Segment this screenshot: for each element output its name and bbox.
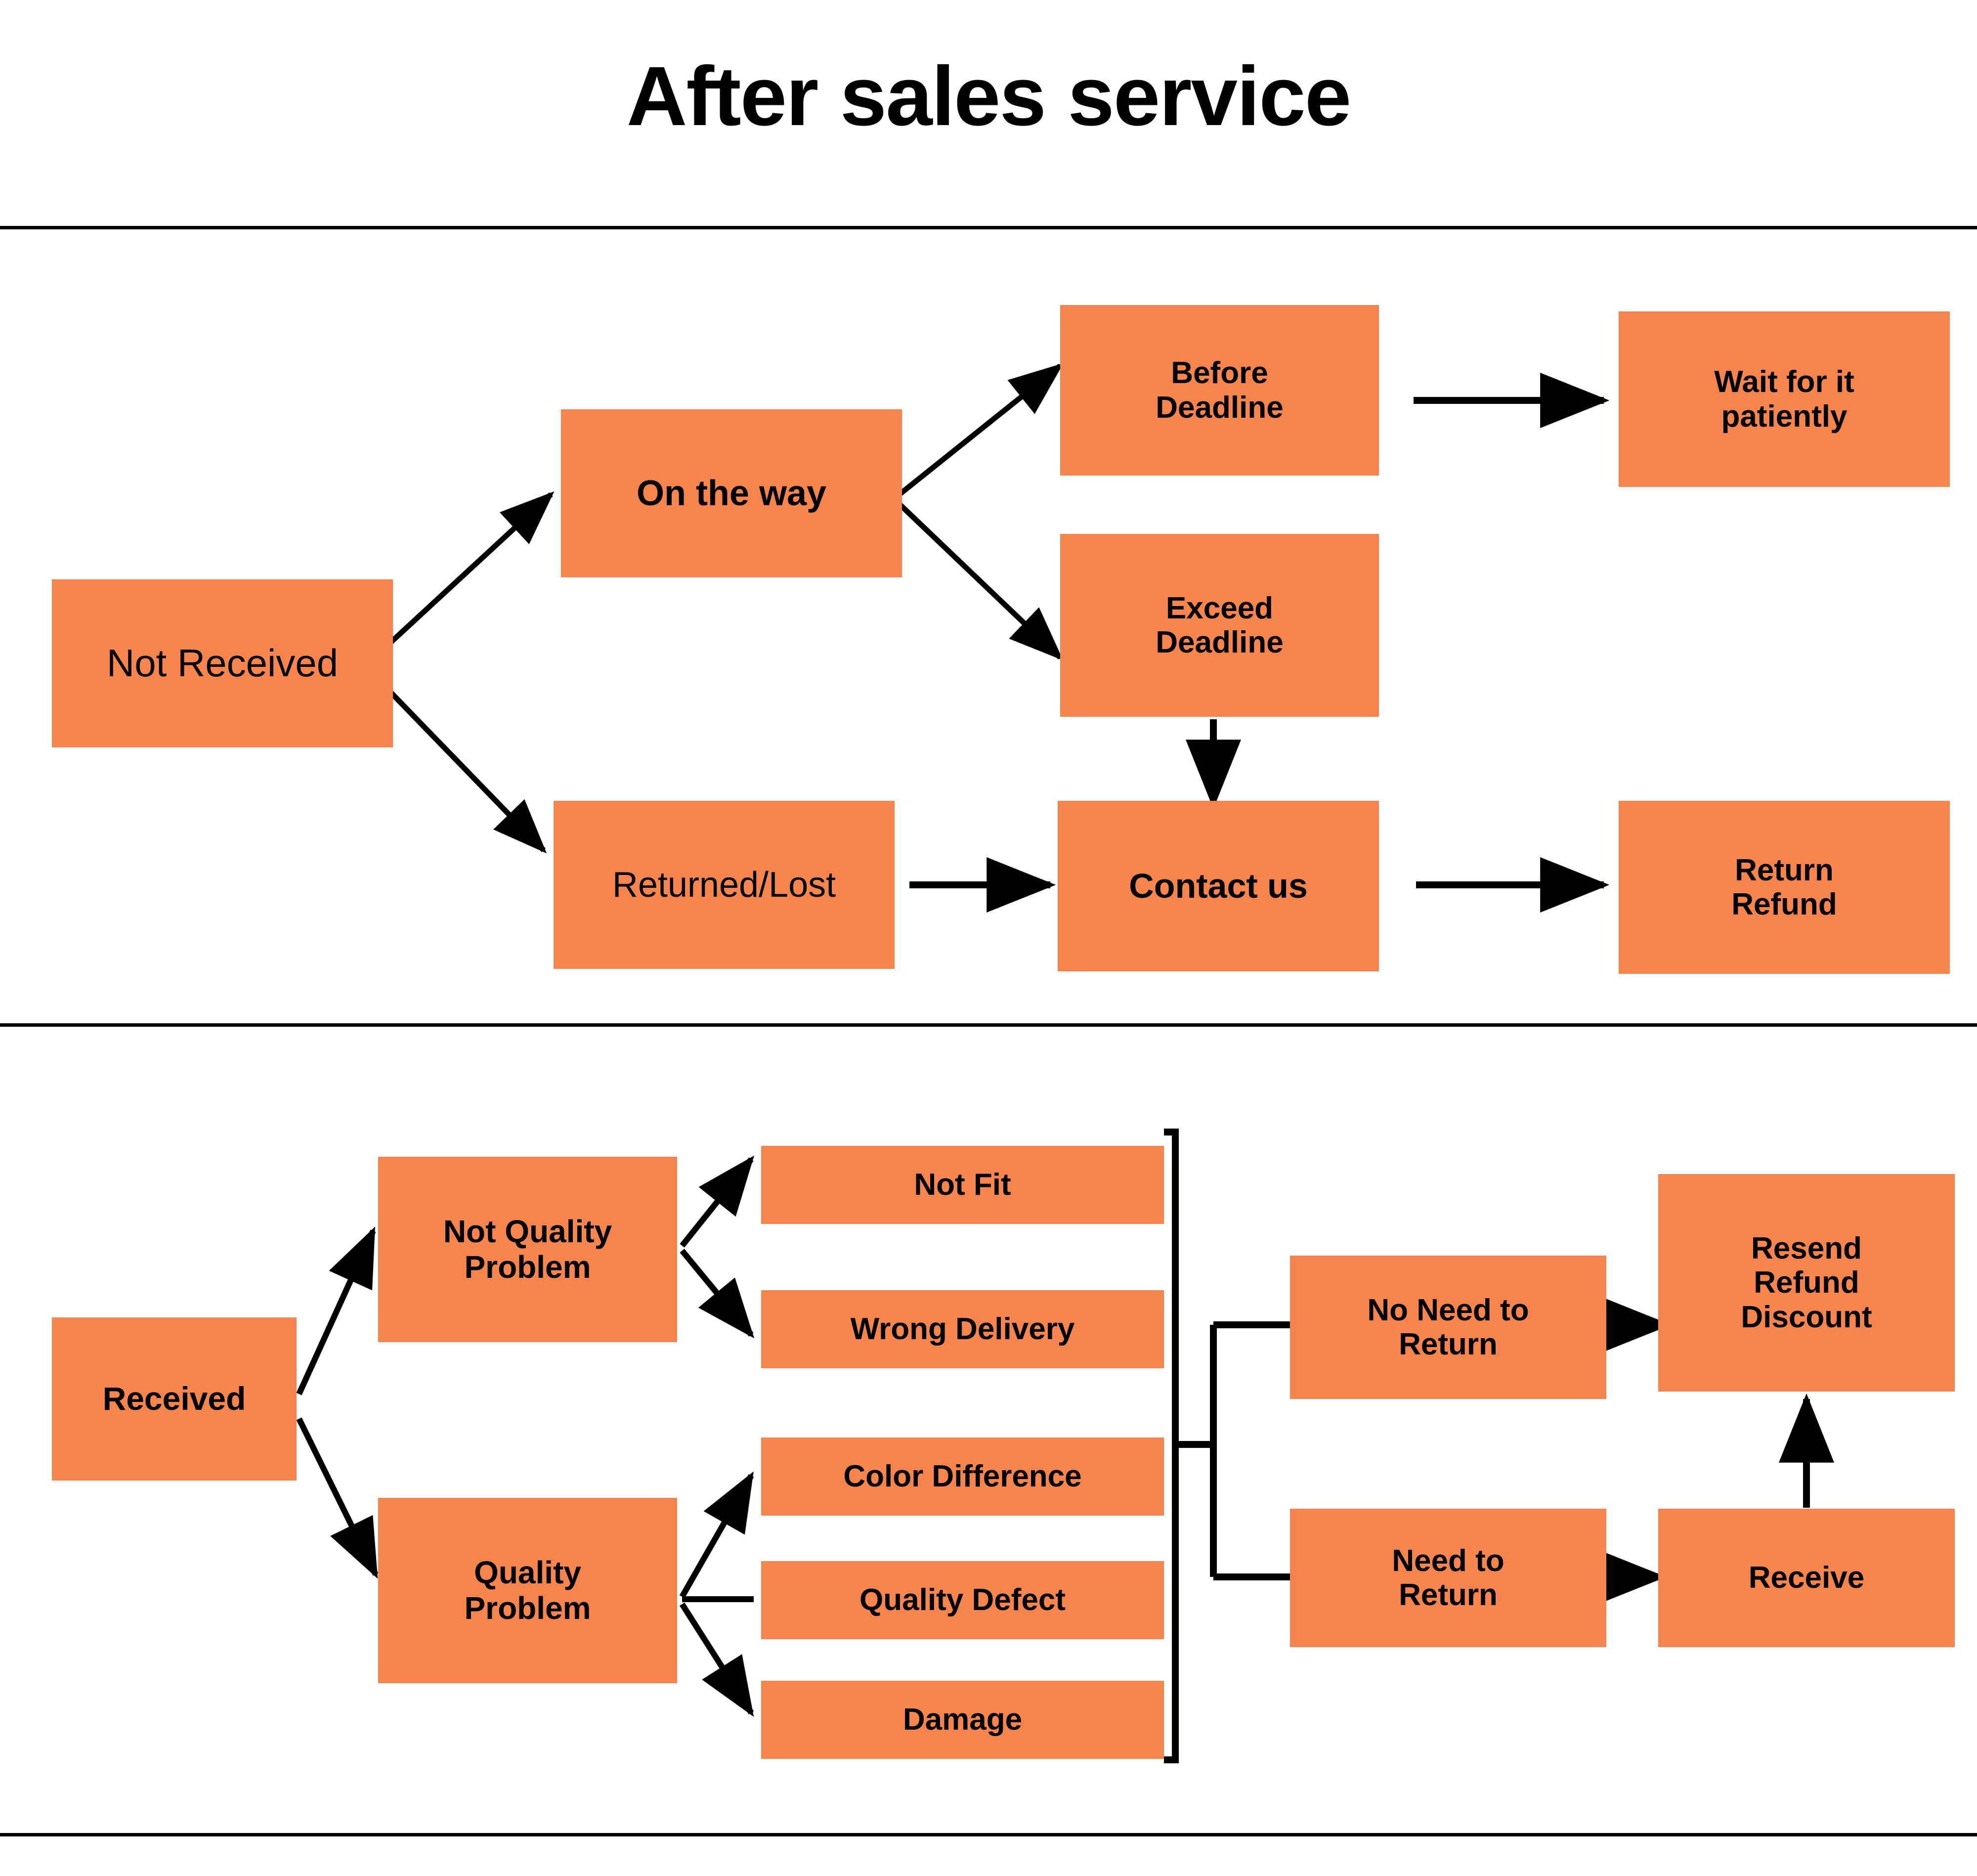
node-resend-refund-discount[interactable]: Resend Refund Discount <box>1658 1174 1955 1392</box>
node-returned-lost[interactable]: Returned/Lost <box>554 801 895 969</box>
edge-received-to-not-quality-problem <box>296 1226 376 1396</box>
edge-quality-problem-to-color-difference <box>679 1471 754 1598</box>
node-on-the-way[interactable]: On the way <box>561 409 902 577</box>
node-quality-defect[interactable]: Quality Defect <box>761 1561 1164 1639</box>
edge-on-the-way-to-exceed-deadline <box>898 502 1064 661</box>
node-wrong-delivery[interactable]: Wrong Delivery <box>761 1290 1164 1368</box>
edge-on-the-way-to-before-deadline <box>898 363 1064 497</box>
node-quality-problem[interactable]: Quality Problem <box>378 1498 677 1683</box>
edge-not-quality-problem-to-wrong-delivery <box>680 1249 755 1339</box>
node-not-quality-problem[interactable]: Not Quality Problem <box>378 1157 677 1342</box>
node-not-received[interactable]: Not Received <box>52 579 393 747</box>
edge-not-received-to-returned-lost <box>388 690 547 854</box>
edge-not-quality-problem-to-not-fit <box>680 1155 754 1248</box>
page-title: After sales service <box>626 49 1352 143</box>
node-not-fit[interactable]: Not Fit <box>761 1146 1164 1224</box>
node-return-refund[interactable]: Return Refund <box>1619 801 1950 974</box>
node-receive[interactable]: Receive <box>1658 1509 1955 1647</box>
node-color-difference[interactable]: Color Difference <box>761 1438 1164 1516</box>
edge-received-to-quality-problem <box>296 1417 379 1579</box>
node-need-to-return[interactable]: Need to Return <box>1290 1509 1606 1647</box>
issue-group-bracket <box>1164 1129 1179 1763</box>
node-received[interactable]: Received <box>52 1317 297 1481</box>
node-contact-us[interactable]: Contact us <box>1058 801 1379 971</box>
node-exceed-deadline[interactable]: Exceed Deadline <box>1060 534 1379 717</box>
node-damage[interactable]: Damage <box>761 1681 1164 1759</box>
separator-top <box>0 226 1977 229</box>
node-wait-patiently[interactable]: Wait for it patiently <box>1619 311 1950 487</box>
separator-middle <box>0 1023 1977 1027</box>
node-before-deadline[interactable]: Before Deadline <box>1060 305 1379 476</box>
separator-bottom <box>0 1833 1977 1836</box>
edge-not-received-to-on-the-way <box>388 491 555 645</box>
node-no-need-to-return[interactable]: No Need to Return <box>1290 1256 1606 1399</box>
edge-quality-problem-to-damage <box>679 1602 754 1717</box>
